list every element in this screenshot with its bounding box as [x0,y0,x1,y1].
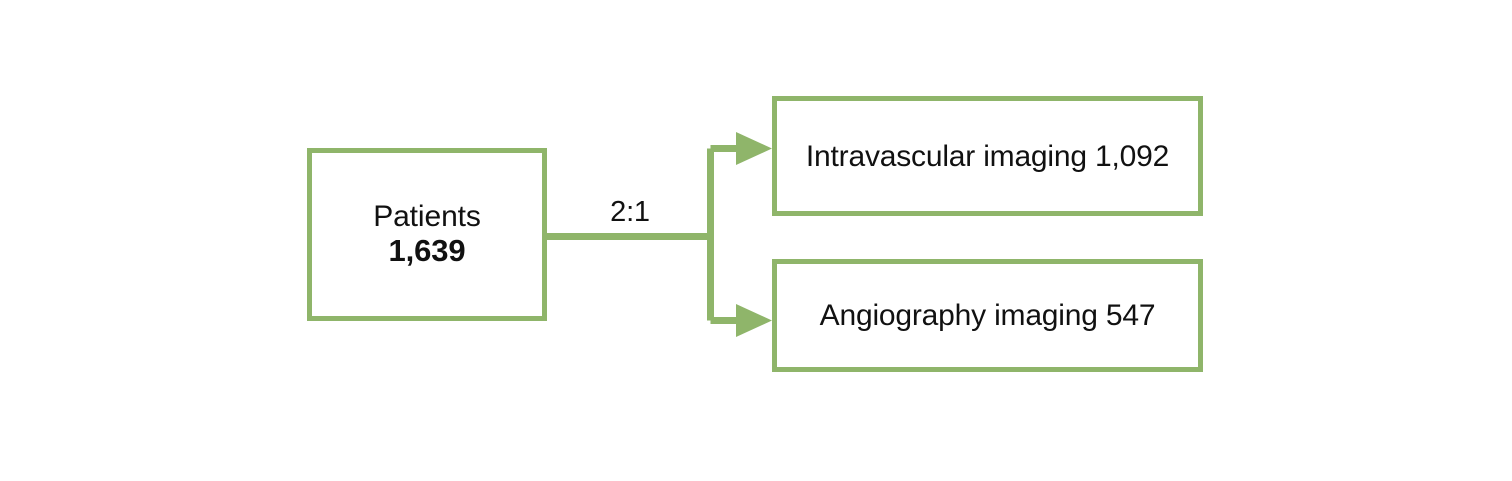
arrow-right-icon-lower [736,304,772,337]
patients-node-value: 1,639 [388,232,466,268]
patients-node: Patients 1,639 [307,148,547,321]
patients-node-title: Patients [373,200,481,234]
angiography-node-label: Angiography imaging 547 [819,299,1156,332]
randomization-ratio-label: 2:1 [610,196,650,228]
angiography-node: Angiography imaging 547 [772,259,1203,372]
intravascular-node: Intravascular imaging 1,092 [772,96,1203,216]
intravascular-node-label: Intravascular imaging 1,092 [805,139,1170,173]
arrow-right-icon-upper [736,132,772,165]
